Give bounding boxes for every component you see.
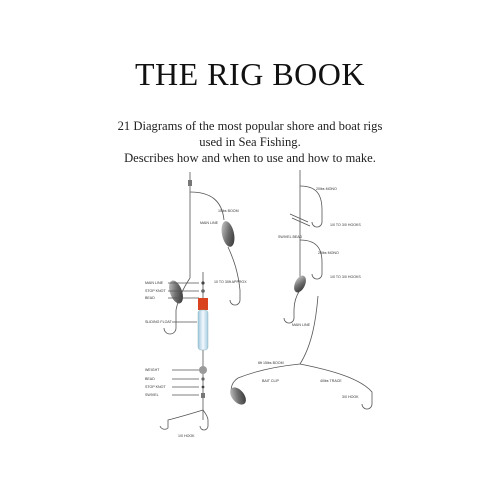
- paternoster-label-d: 1/0 TO 3/0 HOOKS: [330, 275, 361, 279]
- paternoster-hook-1-icon: [311, 210, 323, 228]
- float-label-main-line: MAIN LINE: [145, 281, 164, 285]
- paternoster-boom: [289, 213, 309, 223]
- spinner-blade-icon: [221, 221, 235, 247]
- float-label-bead: BEAD: [145, 296, 155, 300]
- float-label-weight: WEIGHT: [145, 368, 160, 372]
- boat-main-line: [299, 295, 319, 365]
- spinner-main-line-label: MAIN LINE: [200, 221, 219, 225]
- bead-lower-icon: [201, 377, 205, 381]
- spinner-length-label: 10 TO 30ft APPROX: [214, 280, 247, 284]
- float-tip-icon: [198, 298, 208, 310]
- paternoster-label-a: 1/0 TO 3/0 HOOKS: [330, 223, 361, 227]
- spinner-boom-label: 15lbs BOOM: [218, 209, 239, 213]
- swivel-icon: [188, 180, 192, 186]
- float-label-swivel: SWIVEL: [145, 393, 159, 397]
- book-title: THE RIG BOOK: [135, 56, 365, 92]
- stop-knot-lower-icon: [201, 385, 205, 389]
- paternoster-label-top: 20lbs MONO: [316, 187, 337, 191]
- boat-boom-line: [237, 363, 301, 379]
- boat-label-clip: BAIT CLIP: [262, 379, 280, 383]
- boat-trace-hook-icon: [299, 363, 373, 410]
- paternoster-label-b: SWIVEL BEAD: [278, 235, 303, 239]
- subtitle-line-1: 21 Diagrams of the most popular shore an…: [117, 119, 383, 133]
- boat-weight-icon: [230, 387, 246, 405]
- swivel-lower-icon: [201, 393, 205, 398]
- paternoster-rig-diagram: [283, 170, 323, 324]
- boat-label-hook: 3/0 HOOK: [342, 395, 359, 399]
- float-rig-diagram: [159, 272, 209, 431]
- spinner-hook-icon: [163, 310, 177, 335]
- paternoster-label-c: 20lbs MONO: [318, 251, 339, 255]
- float-second-hook-icon: [199, 409, 209, 431]
- subtitle-line-3: Describes how and when to use and how to…: [124, 151, 376, 165]
- float-label-stop-knot: STOP KNOT: [145, 289, 166, 293]
- boat-label-boom: 6ft 15lbs BOOM: [258, 361, 284, 365]
- weight-icon: [199, 366, 207, 374]
- boat-label-trace: 40lbs TRACE: [320, 379, 342, 383]
- boat-label-main-line: MAIN LINE: [292, 323, 311, 327]
- bead-icon: [201, 289, 205, 293]
- spinner-rig-diagram: [163, 172, 225, 335]
- paternoster-snood-2: [299, 239, 323, 263]
- spinner-second-hook-icon: [227, 246, 241, 306]
- subtitle-line-2: used in Sea Fishing.: [199, 135, 301, 149]
- stop-knot-icon: [201, 281, 205, 285]
- float-label-bead-lower: BEAD: [145, 377, 155, 381]
- sliding-float-icon: [197, 309, 209, 351]
- float-label-sliding-float: SLIDING FLOAT: [145, 320, 172, 324]
- float-hook-icon: [159, 409, 204, 430]
- float-label-stop-knot-lower: STOP KNOT: [145, 385, 166, 389]
- paternoster-boom-2: [291, 217, 311, 227]
- boat-rig-diagram: [230, 295, 373, 410]
- paternoster-bottom-hook-icon: [283, 289, 301, 324]
- paternoster-snood-1: [299, 185, 323, 211]
- paternoster-weight-icon: [294, 275, 306, 293]
- spinner-boom-line: [189, 191, 225, 221]
- float-label-hook: 1/0 HOOK: [178, 434, 195, 438]
- paternoster-hook-2-icon: [311, 262, 323, 280]
